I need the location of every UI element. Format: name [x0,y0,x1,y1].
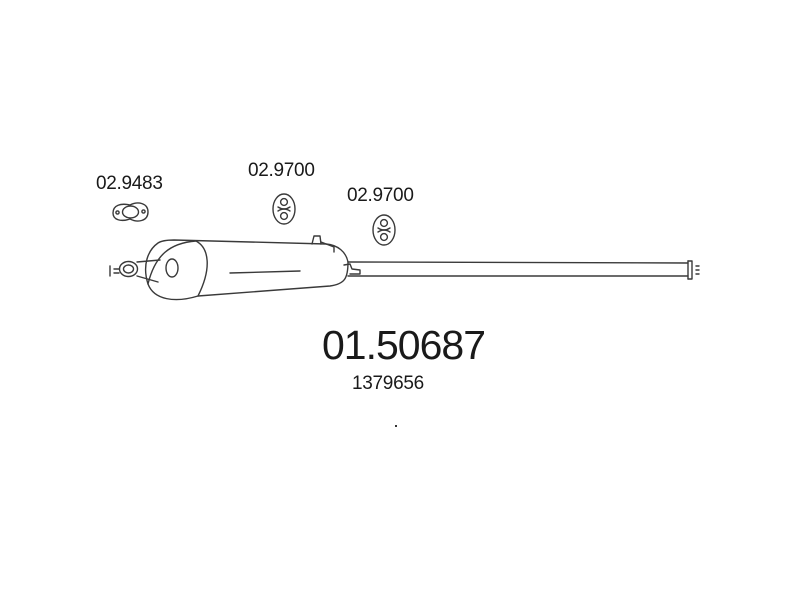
mount-2-part-number: 02.9700 [347,185,414,206]
main-part-number: 01.50687 [322,322,486,368]
rubber-mount-icon [372,214,396,246]
stray-dot [395,425,397,427]
mount-1-part-number: 02.9700 [248,160,315,181]
rear-silencer-icon [109,235,700,301]
gasket-part-number: 02.9483 [96,173,163,194]
rubber-mount-icon [272,193,296,225]
oe-reference-number: 1379656 [352,373,424,394]
flange-gasket-icon [112,202,149,222]
